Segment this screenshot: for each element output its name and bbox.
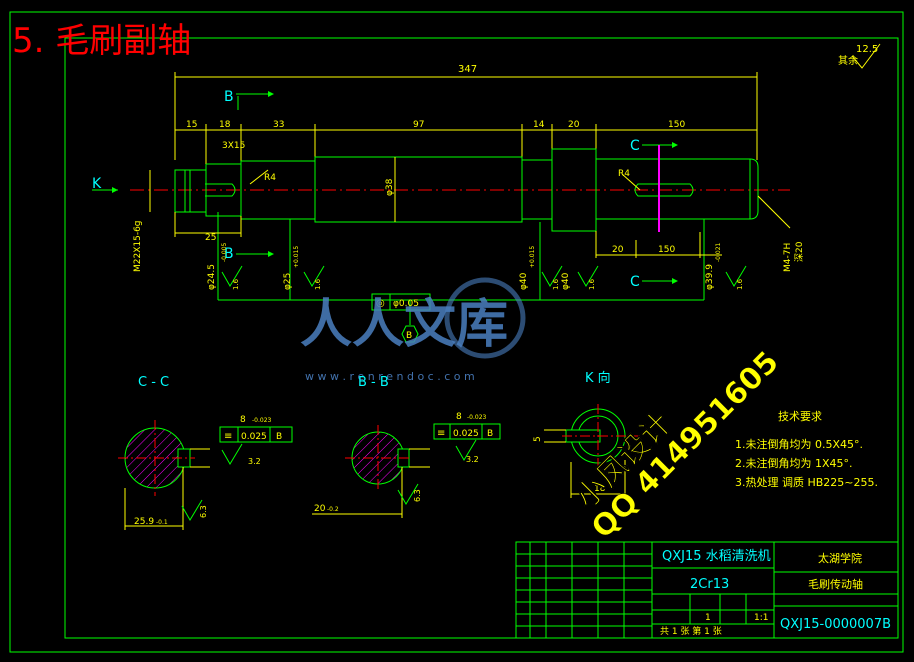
tb-drawing-no: QXJ15-0000007B (780, 617, 891, 632)
bb-rough1: 3.2 (466, 455, 479, 464)
dim-total-text: 347 (458, 64, 477, 75)
tb-material: 2Cr13 (690, 577, 729, 592)
mark-b-top: B (224, 89, 234, 105)
dim-dia5: φ40 (561, 272, 571, 290)
dim-s3: 33 (273, 120, 284, 130)
section-cc (118, 420, 293, 530)
label-section-bb: B - B (358, 375, 389, 390)
roughness-marks (221, 265, 747, 287)
bb-value: 0.025 (453, 429, 479, 439)
dim-center-depth: 深20 (794, 241, 805, 262)
roughness-other: 其余 12.5 (838, 43, 881, 69)
dim-center-hole: M4-7H (783, 243, 793, 272)
dim-len25: 25 (205, 233, 216, 243)
mark-c-top: C (630, 138, 640, 154)
k-dim5: 5 (533, 436, 543, 442)
tb-scale: 1:1 (754, 613, 768, 623)
label-section-cc: C - C (138, 375, 169, 390)
dim-total (174, 72, 758, 160)
dim-tol4: +0.015 (529, 246, 536, 268)
bb-key-width: 8 (456, 412, 462, 422)
dim-dia4: φ40 (519, 272, 529, 290)
dim-tol1: -0.005 (221, 242, 228, 262)
dim-segments (175, 124, 757, 165)
cc-depth: 25.9 (134, 517, 154, 527)
dim-s4: 97 (413, 120, 424, 130)
bb-sym: ≡ (437, 428, 445, 439)
section-bb (312, 423, 501, 518)
outer-frame (9, 11, 904, 653)
notes-title: 技术要求 (778, 410, 822, 423)
roughness-other-label: 其余 (838, 54, 858, 67)
page-title: 5. 毛刷副轴 (12, 21, 191, 61)
dim-s5: 14 (533, 120, 545, 130)
shaft-outline (174, 148, 759, 320)
dim-s6: 20 (568, 120, 580, 130)
notes-item-2: 2.未注倒角均为 1X45°. (735, 456, 853, 470)
watermark-logo (444, 277, 526, 359)
dim-len150b: 150 (658, 245, 675, 255)
dim-dia2: φ25 (283, 273, 293, 290)
dim-dia1: φ24.5 (207, 264, 217, 290)
tb-sheets: 共 1 张 第 1 张 (660, 625, 722, 637)
dim-r-left: R4 (264, 173, 276, 183)
bb-depth-tol: -0.2 (327, 506, 339, 513)
watermark-text: 人人文库 (300, 295, 508, 355)
dim-r-right: R4 (618, 169, 630, 179)
view-k (544, 404, 640, 498)
dim-chamfer: 3X15 (222, 141, 245, 151)
cc-key-width: 8 (240, 415, 246, 425)
mark-c-bottom: C (630, 274, 640, 290)
dim-shaft-details (149, 157, 791, 258)
k-dim18: 18 (594, 484, 606, 494)
bb-key-tol: -0.023 (467, 414, 487, 421)
notes-item-1: 1.未注倒角均为 0.5X45°. (735, 437, 863, 451)
gdt-main-symbol: ◎ (376, 298, 385, 309)
dim-s1: 15 (186, 120, 197, 130)
tb-school: 太湖学院 (818, 551, 862, 565)
gdt-main-value: φ0.05 (393, 299, 419, 309)
label-view-k: K 向 (585, 370, 611, 386)
mark-k: K (92, 176, 102, 192)
gdt-main (371, 293, 431, 343)
inner-frame (64, 37, 899, 639)
rough-3: 1.6 (552, 278, 560, 290)
cc-rough1: 3.2 (248, 457, 261, 466)
cc-datum: B (276, 432, 282, 442)
cc-value: 0.025 (241, 432, 267, 442)
rough-4: 1.6 (588, 278, 596, 290)
bb-depth: 20 (314, 504, 326, 514)
cc-rough2: 6.3 (199, 505, 208, 518)
dim-tol2: +0.015 (293, 246, 300, 268)
title-block (515, 541, 899, 639)
rough-5: 1.6 (736, 278, 744, 290)
watermark-url: w w w . r e n r e n d o c . c o m (305, 370, 475, 383)
dim-dia6: φ39.9 (705, 264, 715, 290)
gdt-main-datum: B (406, 331, 412, 341)
tb-part-name: 毛刷传动轴 (808, 577, 863, 591)
tb-product: QXJ15 水稻清洗机 (662, 549, 771, 564)
tb-qty: 1 (705, 613, 711, 623)
dim-thread: M22X15-6g (133, 220, 143, 272)
dim-len20: 20 (612, 245, 624, 255)
dim-dia3: φ38 (385, 178, 395, 196)
mark-b-bottom: B (224, 246, 234, 262)
dim-s2: 18 (219, 120, 231, 130)
bb-datum: B (487, 429, 493, 439)
cc-key-tol: -0.023 (252, 417, 272, 424)
rough-1: 1.6 (232, 278, 240, 290)
cc-sym: ≡ (224, 431, 232, 442)
dim-s7: 150 (668, 120, 685, 130)
bb-rough2: 6.3 (413, 489, 422, 502)
cc-depth-tol: -0.1 (156, 519, 168, 526)
notes-item-3: 3.热处理 调质 HB225~255. (735, 476, 878, 489)
roughness-other-value: 12.5 (856, 44, 878, 55)
dim-tol6: -0.021 (715, 242, 722, 262)
rough-2: 1.6 (314, 278, 322, 290)
